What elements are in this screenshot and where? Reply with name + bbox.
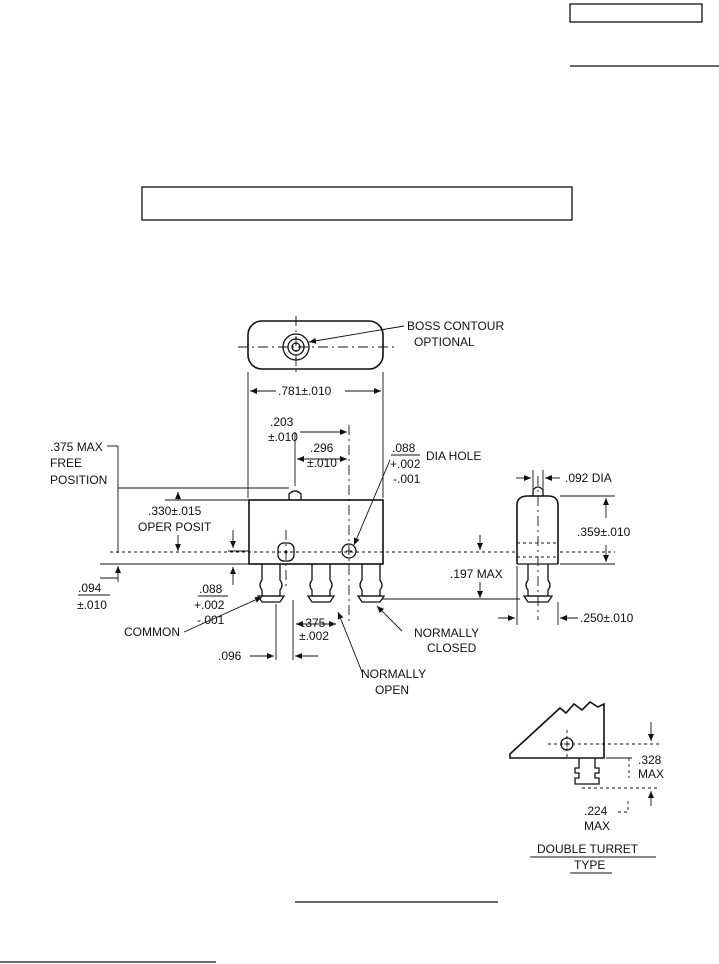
dim-296-tol: ±.010	[307, 456, 337, 470]
boss-outer-circle	[282, 333, 310, 361]
left-088-value: .088	[199, 582, 223, 596]
turret-body-broken	[509, 700, 605, 759]
free-position-value: .375 MAX	[50, 440, 103, 454]
switch-body	[248, 499, 384, 565]
free-position-word: FREE	[50, 456, 82, 470]
side-view-body	[516, 495, 559, 564]
terminal-common	[256, 564, 286, 603]
oper-posit-label: OPER POSIT	[138, 520, 212, 534]
dim-224-max: MAX	[584, 819, 610, 833]
dim-197-label: .197 MAX	[450, 567, 503, 581]
dim-224-leader	[618, 800, 629, 813]
boss-contour-label: BOSS CONTOUR	[407, 319, 504, 333]
width-781-label: .781±.010	[278, 384, 332, 398]
normally-open-leader	[337, 611, 363, 673]
boss-inner-circle	[291, 342, 301, 352]
top-view-outline	[247, 320, 384, 370]
dim-328-value: .328	[638, 753, 662, 767]
dim-375-tol: ±.002	[299, 629, 329, 643]
dia-hole-minus-tol: -.001	[393, 472, 421, 486]
normally-open-label-2: OPEN	[375, 683, 409, 697]
dim-094-tol: ±.010	[77, 598, 107, 612]
dim-250-label: .250±.010	[580, 611, 634, 625]
dim-359-label: .359±.010	[577, 525, 631, 539]
dia-hole-plus-tol: +.002	[390, 457, 421, 471]
header-box	[569, 3, 703, 23]
front-view: .203 ±.010 .296 ±.010 .088 +.002 -.001 D…	[50, 415, 615, 697]
dim-096-value: .096	[218, 649, 242, 663]
oper-posit-value: .330±.015	[148, 504, 202, 518]
actuator-plunger	[288, 490, 302, 500]
dia-hole-label: DIA HOLE	[426, 449, 481, 463]
common-mounting-hole	[277, 542, 295, 562]
double-turret-caption-2: TYPE	[574, 858, 605, 872]
dim-092-label: .092 DIA	[565, 471, 612, 485]
normally-closed-leader	[376, 605, 403, 632]
boss-leader	[308, 325, 405, 344]
boss-optional-label: OPTIONAL	[414, 335, 475, 349]
dim-203-tol: ±.010	[268, 430, 298, 444]
terminal-normally-closed	[356, 564, 386, 603]
left-088-plus-tol: +.002	[194, 598, 225, 612]
dim-224-value: .224	[584, 804, 608, 818]
dim-203-label: .203	[270, 415, 294, 429]
double-turret-detail: .328 MAX .224 MAX DOUBLE TURRET TYPE	[509, 700, 664, 874]
dim-375-value: .375	[302, 616, 326, 630]
dim-094-value: .094	[78, 581, 102, 595]
dim-296-label: .296	[310, 441, 334, 455]
free-position-word-2: POSITION	[50, 473, 107, 487]
common-hole-center	[284, 550, 288, 554]
title-box	[141, 186, 573, 221]
common-leader	[183, 596, 263, 633]
side-view: .092 DIA .359±.010 .250±.010	[498, 470, 634, 625]
normally-closed-label-1: NORMALLY	[414, 626, 479, 640]
dim-328-max: MAX	[638, 767, 664, 781]
boss-middle-circle	[287, 338, 305, 356]
normally-open-label-1: NORMALLY	[361, 667, 426, 681]
top-view: BOSS CONTOUR OPTIONAL .781±.010	[238, 316, 504, 498]
dia-hole-leader	[353, 459, 391, 546]
dia-hole-value: .088	[392, 441, 416, 455]
turret-terminal	[574, 758, 600, 785]
normally-closed-label-2: CLOSED	[427, 641, 477, 655]
right-mounting-hole	[341, 543, 357, 559]
common-terminal-label: COMMON	[124, 625, 180, 639]
terminal-normally-open	[306, 564, 336, 603]
side-view-terminal-tip	[522, 595, 554, 603]
double-turret-caption-1: DOUBLE TURRET	[537, 842, 639, 856]
